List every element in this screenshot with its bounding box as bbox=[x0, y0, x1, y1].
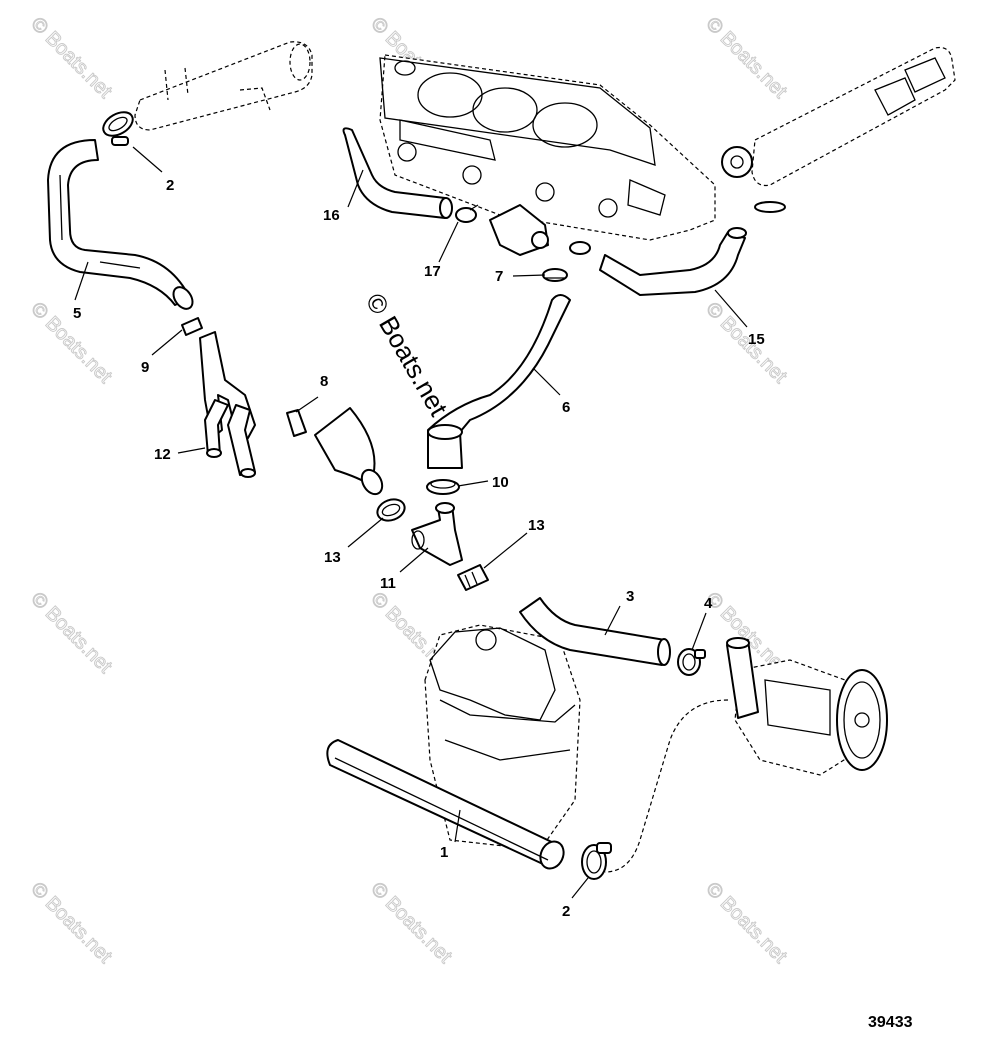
clamp-13 bbox=[376, 498, 406, 522]
clamp-2-lower bbox=[581, 842, 612, 880]
callout-16: 16 bbox=[323, 207, 340, 224]
callouts: 2 5 9 12 8 6 10 13 11 13 3 4 1 2 16 17 7… bbox=[73, 177, 765, 920]
clamp-17 bbox=[455, 204, 479, 223]
watermark-text: © Boats.net bbox=[701, 878, 791, 968]
callout-13-right: 13 bbox=[528, 517, 545, 534]
y-fitting-12 bbox=[199, 331, 256, 478]
clamp-2-upper bbox=[102, 111, 134, 146]
watermark-text: © Boats.net bbox=[26, 588, 116, 678]
hose-5 bbox=[47, 139, 194, 310]
watermark-text: © Boats.net bbox=[701, 298, 791, 388]
watermark-text: © Boats.net bbox=[701, 13, 791, 103]
hose-1 bbox=[326, 739, 565, 870]
watermark-text: © Boats.net bbox=[26, 298, 116, 388]
callout-6: 6 bbox=[562, 399, 570, 416]
callout-2-lower: 2 bbox=[562, 903, 570, 920]
hose-3 bbox=[519, 597, 671, 666]
clamp-10 bbox=[426, 479, 460, 495]
callout-17: 17 bbox=[424, 263, 441, 280]
callout-4: 4 bbox=[704, 595, 713, 612]
leader-lines bbox=[74, 146, 748, 899]
callout-15: 15 bbox=[748, 331, 765, 348]
cylinder-head bbox=[379, 54, 716, 241]
short-hose-13 bbox=[314, 407, 384, 496]
callout-1: 1 bbox=[440, 844, 448, 861]
water-pump bbox=[726, 637, 888, 776]
callout-9: 9 bbox=[141, 359, 149, 376]
callout-13-left: 13 bbox=[324, 549, 341, 566]
callout-5: 5 bbox=[73, 305, 81, 322]
callout-3: 3 bbox=[626, 588, 634, 605]
figure-number: 39433 bbox=[868, 1014, 913, 1031]
callout-10: 10 bbox=[492, 474, 509, 491]
watermark-text: © Boats.net bbox=[366, 878, 456, 968]
watermark-text: © Boats.net bbox=[26, 13, 116, 103]
tee-fitting-17 bbox=[489, 204, 591, 256]
fuel-rail-upper-right bbox=[721, 46, 956, 213]
fitting-8 bbox=[286, 409, 307, 437]
callout-11: 11 bbox=[380, 575, 396, 592]
hose-6 bbox=[427, 294, 571, 469]
tee-fitting-11 bbox=[411, 502, 463, 566]
hose-16 bbox=[342, 127, 453, 219]
callout-8: 8 bbox=[320, 373, 328, 390]
clamp-7 bbox=[542, 268, 568, 282]
clamp-9 bbox=[181, 317, 203, 336]
callout-2-upper: 2 bbox=[166, 177, 174, 194]
clamp-4 bbox=[677, 648, 706, 676]
pump-hose-dashed bbox=[604, 699, 729, 873]
watermark-text: © Boats.net bbox=[26, 878, 116, 968]
callout-7: 7 bbox=[495, 268, 503, 285]
plug-13 bbox=[457, 564, 489, 591]
hose-15 bbox=[599, 227, 747, 296]
center-watermark: © Boats.net bbox=[360, 288, 454, 422]
callout-12: 12 bbox=[154, 446, 171, 463]
reference-tube-upper-left bbox=[134, 41, 313, 131]
